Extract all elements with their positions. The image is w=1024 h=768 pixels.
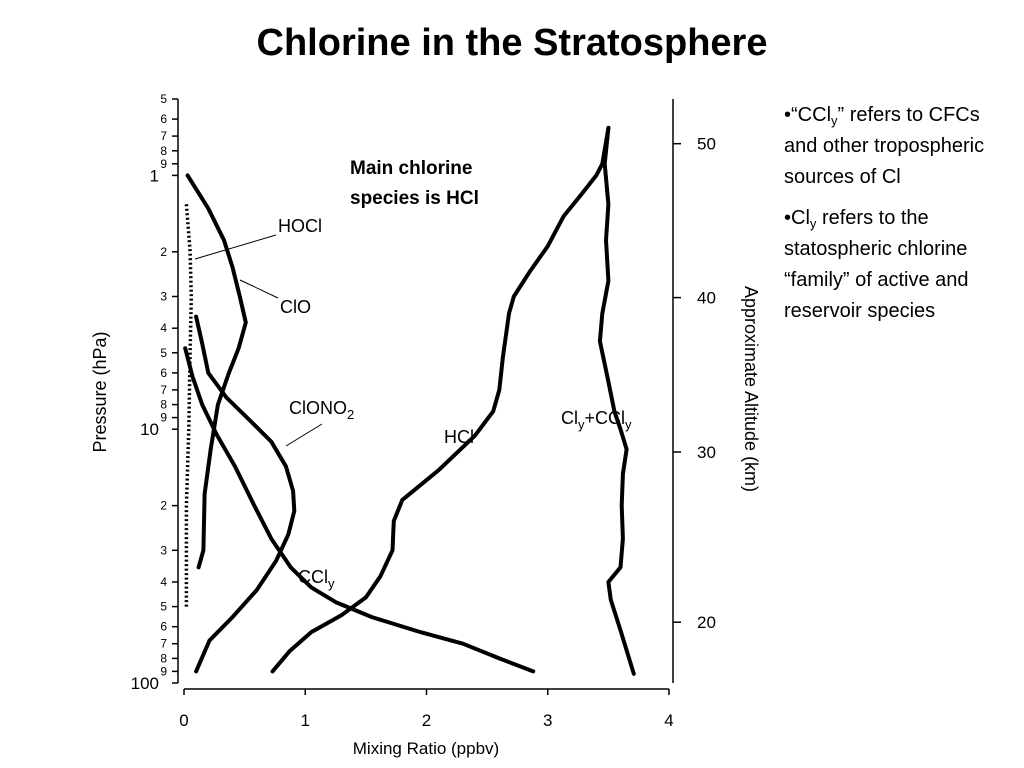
series-hcl-line [270,125,611,674]
clono2-leader-line [285,423,323,447]
clo-leader-line [239,279,279,299]
y-tick-label: 1 [150,166,159,185]
altitude-tick-label: 30 [697,443,716,462]
note-text: refers to the statospheric chlorine “fam… [784,207,969,322]
ccly-label: CCly [298,567,335,591]
note-cly: •Cly refers to the statospheric chlorine… [784,203,1014,327]
altitude-tick-label: 50 [697,135,716,154]
notes-panel: •“CCly” refers to CFCs and other troposp… [784,100,1014,337]
note-text: “CCl [791,104,832,126]
y-tick-label: 8 [160,651,167,665]
slide-title: Chlorine in the Stratosphere [256,22,768,64]
series-clo-line [185,173,248,570]
x-axis-title: Mixing Ratio (ppbv) [353,739,499,758]
bullet: • [784,104,792,126]
y-tick-label: 8 [160,398,167,412]
y-tick-label: 2 [160,245,167,259]
annotation-line-1: Main chlorine [350,158,472,179]
x-tick-label: 1 [301,711,310,730]
y-tick-label: 9 [160,664,167,678]
note-subscript: y [831,113,838,128]
y-axis-title: Pressure (hPa) [90,331,110,452]
note-text: ” refers to CFCs and other tropospheric … [784,104,985,188]
series-lines [183,125,636,676]
hocl-leader-line [194,234,277,260]
hcl-label: HCl [444,427,474,447]
note-subscript: y [809,216,817,231]
series-hocl-line [184,204,194,607]
clo-label: ClO [280,297,311,317]
y-tick-label: 5 [160,92,167,106]
note-ccly: •“CCly” refers to CFCs and other troposp… [784,100,1014,193]
y-tick-label: 7 [160,383,167,397]
y-tick-label: 8 [160,144,167,158]
y-tick-label: 100 [131,674,159,693]
x-tick-label: 3 [543,711,552,730]
x-tick-label: 0 [179,711,188,730]
y-tick-label: 3 [160,289,167,303]
y-tick-label: 7 [160,129,167,143]
x-tick-label: 2 [422,711,431,730]
y-tick-label: 6 [160,112,167,126]
series-clyccly-line [597,125,636,676]
y-tick-label: 6 [160,620,167,634]
y-tick-label: 2 [160,499,167,513]
y-tick-label: 3 [160,543,167,557]
y-tick-label: 5 [160,346,167,360]
y-tick-label: 9 [160,411,167,425]
y-tick-label: 6 [160,366,167,380]
y-tick-label: 9 [160,157,167,171]
hocl-label: HOCl [278,216,322,236]
altitude-tick-label: 20 [697,613,716,632]
bullet: • [784,207,792,229]
clono2-label: ClONO2 [289,398,354,422]
series-clono2-line [194,314,297,674]
y-tick-label: 10 [140,420,159,439]
annotation-line-2: species is HCl [350,188,479,209]
series-ccly-line [183,346,536,674]
y-tick-label: 4 [160,575,167,589]
y2-axis-title: Approximate Altitude (km) [741,286,761,492]
cly-ccly-label: Cly+CCly [561,408,632,432]
y-tick-label: 5 [160,600,167,614]
y-tick-label: 7 [160,637,167,651]
note-text: Cl [791,207,810,229]
x-tick-label: 4 [664,711,673,730]
altitude-tick-label: 40 [697,289,716,308]
y-tick-label: 4 [160,321,167,335]
